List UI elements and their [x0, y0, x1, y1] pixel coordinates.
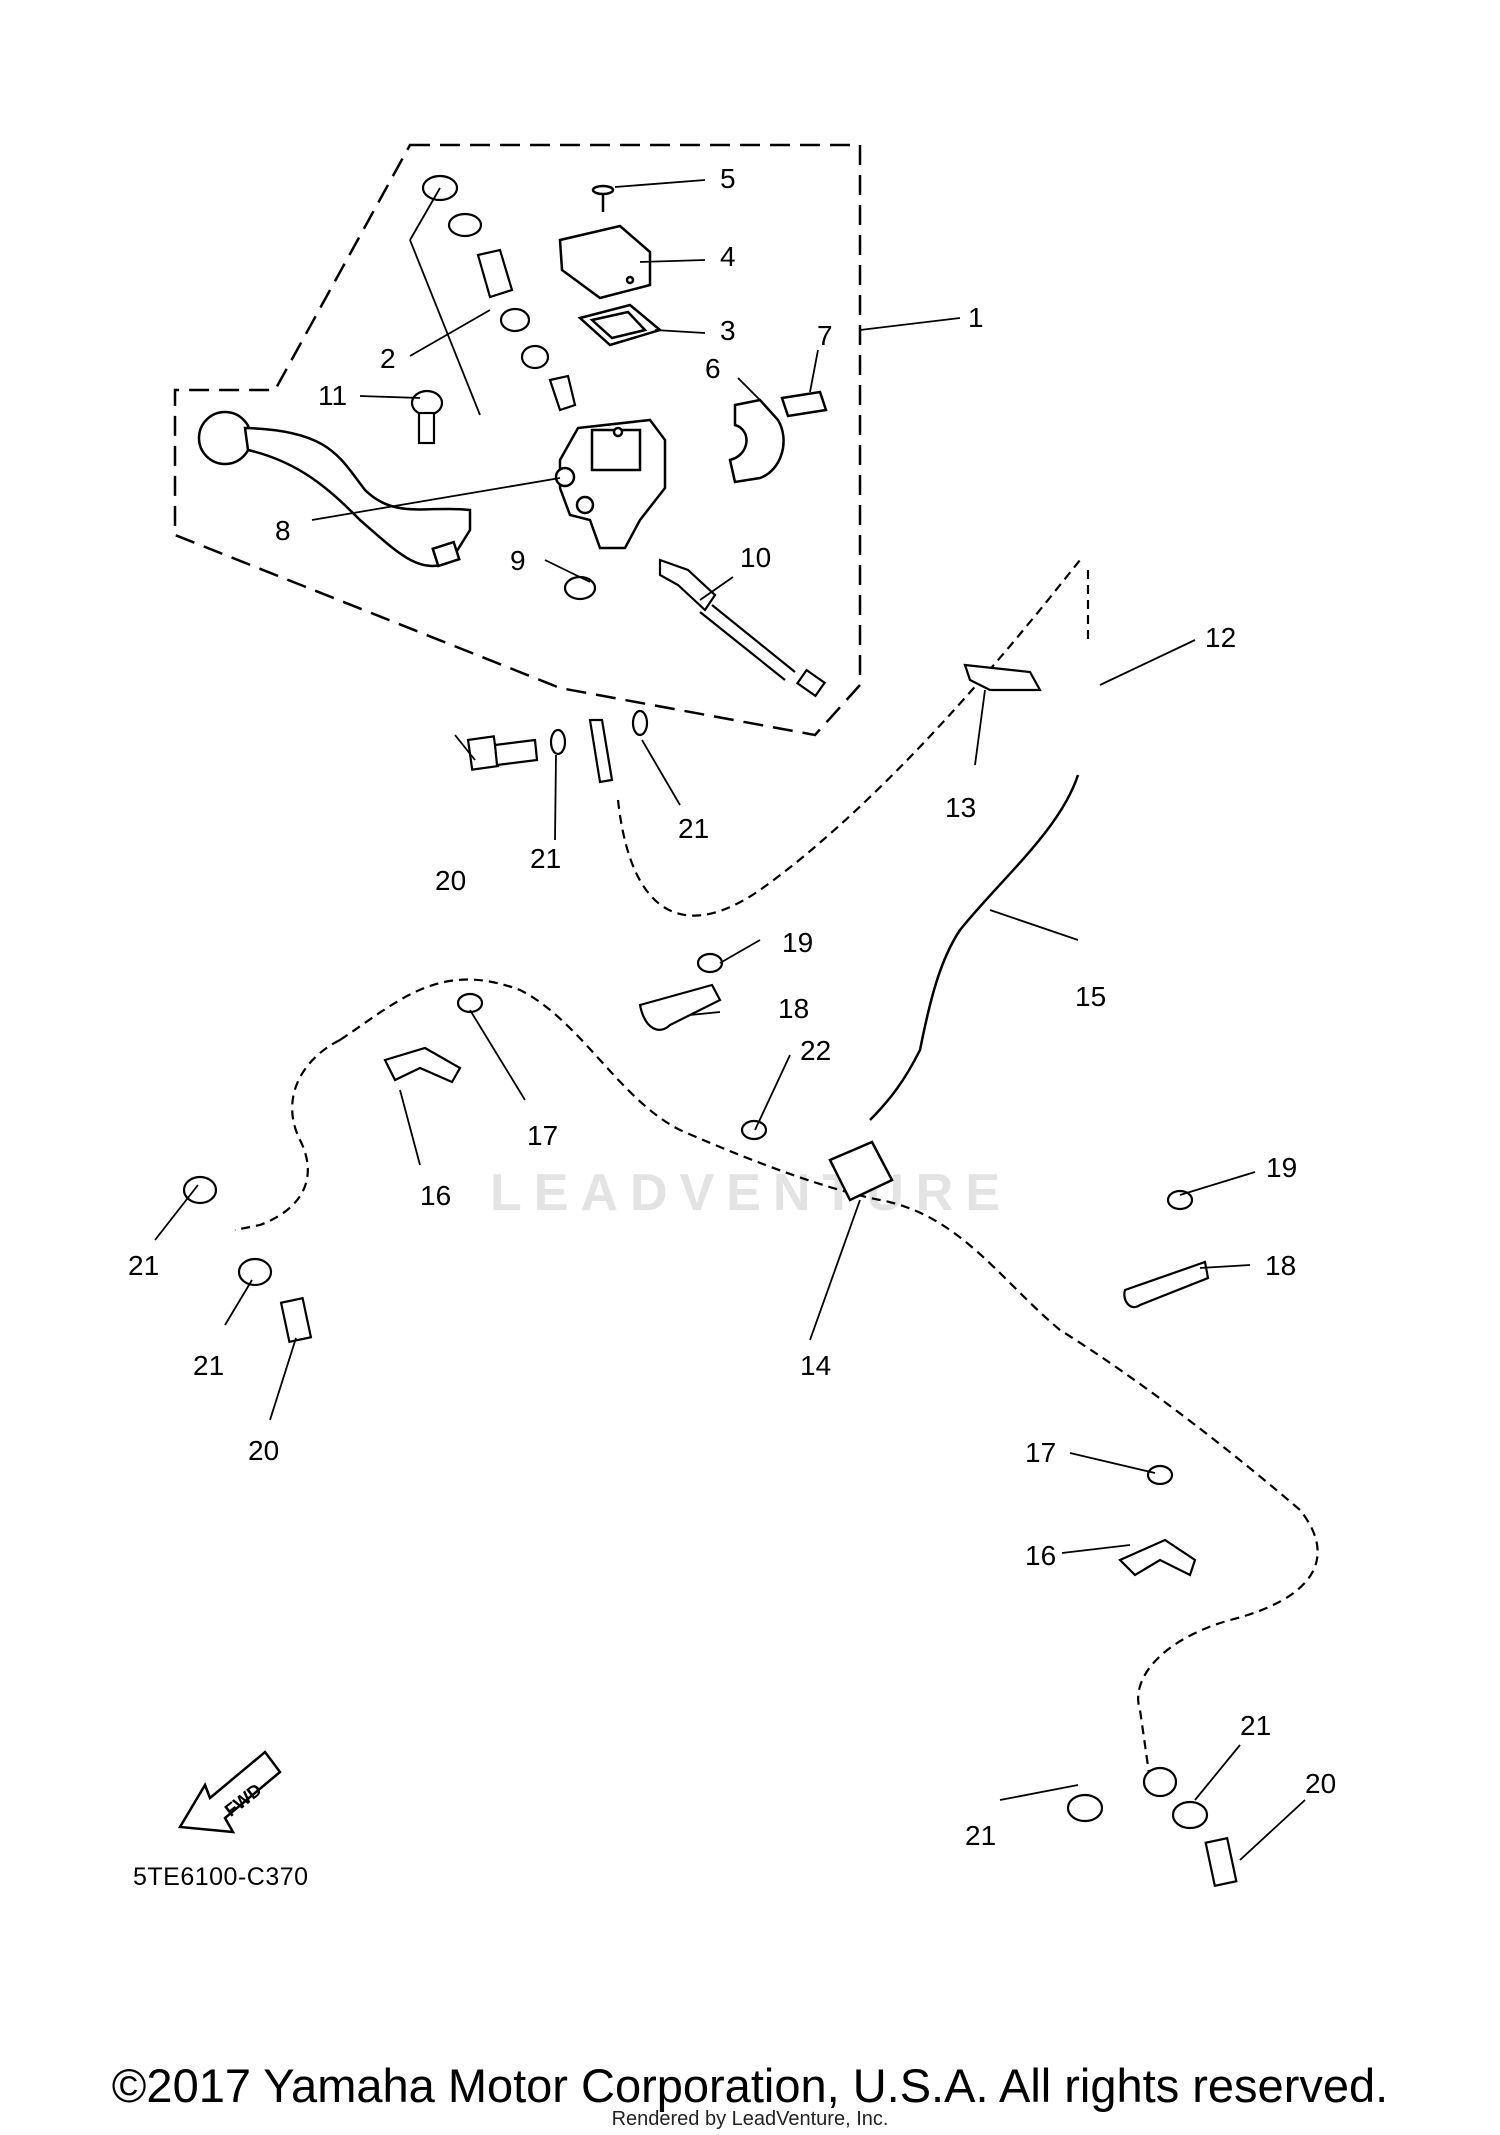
reservoir-cover [558, 184, 663, 347]
callout-11: 11 [318, 380, 347, 411]
rendered-by-credit: Rendered by LeadVenture, Inc. [611, 2108, 889, 2130]
callout-21-right-bottom: 21 [965, 1820, 996, 1851]
lower-banjos [182, 1175, 1238, 1888]
callout-17-left: 17 [527, 1120, 558, 1151]
callout-16-right: 16 [1025, 1540, 1056, 1571]
upper-banjo [466, 709, 649, 784]
callout-8: 8 [275, 515, 291, 546]
callout-17-right: 17 [1025, 1437, 1056, 1468]
small-hardware [410, 389, 827, 698]
callout-20-top: 20 [435, 865, 466, 896]
callout-15: 15 [1075, 981, 1106, 1012]
callout-21-right-top: 21 [1240, 1710, 1271, 1741]
master-cylinder-body [554, 418, 667, 550]
brake-pipe [869, 774, 1080, 1121]
callout-4: 4 [720, 241, 736, 272]
diagram-code: 5TE6100-C370 [133, 1863, 309, 1891]
callout-21-top-left: 21 [530, 843, 561, 874]
assembly-boundary [173, 143, 862, 737]
callout-1: 1 [968, 302, 984, 333]
callout-18-right: 18 [1265, 1250, 1296, 1281]
callout-16-left: 16 [420, 1180, 451, 1211]
brake-hose [234, 559, 1319, 1781]
callout-12: 12 [1205, 622, 1236, 653]
callout-21-top-right: 21 [678, 813, 709, 844]
callout-3: 3 [720, 315, 736, 346]
callout-10: 10 [740, 542, 771, 573]
callout-20-left: 20 [248, 1435, 279, 1466]
callout-21-left-a: 21 [128, 1250, 159, 1281]
handlebar-clamp [728, 390, 828, 484]
piston-kit [421, 174, 577, 412]
watermark: LEADVENTURE [490, 1164, 1012, 1222]
callout-18-top: 18 [778, 993, 809, 1024]
callout-7: 7 [817, 320, 833, 351]
callout-19-top: 19 [782, 927, 813, 958]
hose-joint [828, 1140, 894, 1202]
callout-21-left-b: 21 [193, 1350, 224, 1381]
callout-9: 9 [510, 545, 526, 576]
callout-19-right: 19 [1266, 1152, 1297, 1183]
callout-20-right: 20 [1305, 1768, 1336, 1799]
leader-lines [154, 179, 1306, 1861]
callout-13: 13 [945, 792, 976, 823]
fwd-arrow-icon: FWD [177, 1750, 282, 1834]
callout-6: 6 [705, 353, 721, 384]
copyright-notice: ©2017 Yamaha Motor Corporation, U.S.A. A… [111, 2059, 1389, 2112]
clamp-13 [963, 663, 1042, 692]
hose-clamps [383, 952, 1210, 1577]
brake-lever [197, 410, 472, 568]
callout-5: 5 [720, 163, 736, 194]
callout-22: 22 [800, 1035, 831, 1066]
callout-2: 2 [380, 343, 396, 374]
callout-14: 14 [800, 1350, 831, 1381]
callouts: 1 5 4 3 7 6 2 11 8 9 10 12 13 20 21 21 1… [128, 163, 1336, 1851]
